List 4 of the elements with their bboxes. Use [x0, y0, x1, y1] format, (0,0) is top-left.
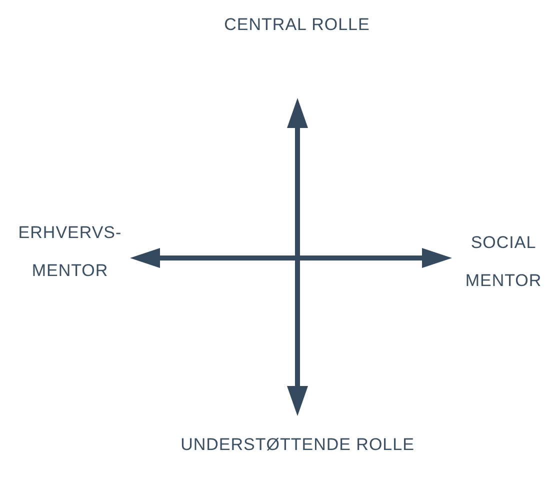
- axis-label: UNDERSTØTTENDE ROLLE: [180, 434, 415, 456]
- axis-label: CENTRAL ROLLE: [223, 14, 371, 36]
- axis-label: ERHVERVS- MENTOR: [17, 222, 123, 282]
- axis-label: SOCIAL MENTOR: [464, 232, 543, 292]
